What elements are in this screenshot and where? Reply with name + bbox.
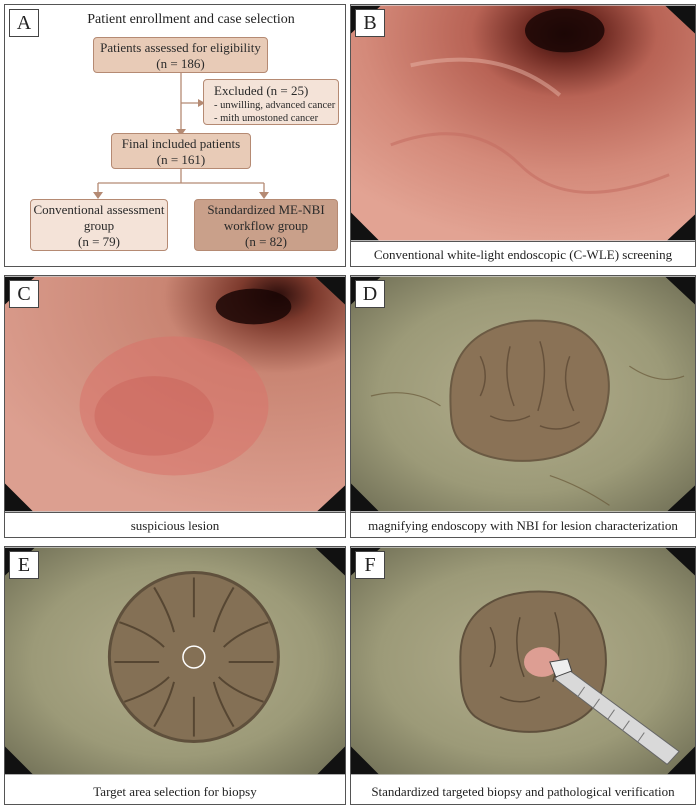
flowchart-title: Patient enrollment and case selection [87, 12, 295, 27]
panel-label-c: C [9, 280, 39, 308]
panel-c: C suspicious lesion [4, 275, 346, 538]
caption-f-text: Standardized targeted biopsy and patholo… [371, 784, 675, 799]
standardized-count: (n = 82) [245, 234, 287, 249]
endoscopy-image-suspicious-lesion [5, 276, 345, 512]
caption-e: Target area selection for biopsy [5, 779, 345, 804]
caption-c: suspicious lesion [5, 512, 345, 537]
panel-a-flowchart: A Patient enrollment and case selection … [4, 4, 346, 267]
panel-b: B Conventional white-light endoscopic (C… [350, 4, 696, 267]
included-label: Final included patients [121, 136, 241, 151]
caption-d: magnifying endoscopy with NBI for lesion… [351, 512, 695, 537]
endoscopy-image-target-selection [5, 547, 345, 775]
endoscopy-image-wle-screening [351, 5, 695, 241]
excluded-reason-1: - unwilling, advanced cancer [214, 100, 336, 111]
panel-d: D magnifying endoscopy with NBI for lesi… [350, 275, 696, 538]
conventional-count: (n = 79) [78, 234, 120, 249]
biopsy-forceps [549, 658, 680, 766]
panel-label-d: D [355, 280, 385, 308]
endoscopy-image-targeted-biopsy [351, 547, 695, 775]
standardized-line-2: workflow group [223, 218, 309, 233]
conventional-line-2: group [83, 218, 115, 233]
box-excluded: Excluded (n = 25) - unwilling, advanced … [203, 79, 339, 125]
assessed-label: Patients assessed for eligibility [100, 40, 261, 55]
panel-f: F Standardized targeted bio [350, 546, 696, 805]
caption-b-text: Conventional white-light endoscopic (C-W… [373, 247, 673, 262]
panel-label-b: B [355, 9, 385, 37]
box-assessed: Patients assessed for eligibility (n = 1… [93, 37, 268, 73]
caption-d-text: magnifying endoscopy with NBI for lesion… [368, 518, 678, 533]
endoscopy-image-nbi-characterization [351, 276, 695, 512]
caption-e-text: Target area selection for biopsy [93, 784, 257, 799]
panel-label-e: E [9, 551, 39, 579]
panel-e: E Target area selection for biopsy [4, 546, 346, 805]
panel-label-a: A [9, 9, 39, 37]
box-conventional-group: Conventional assessment group (n = 79) [30, 199, 168, 251]
assessed-count: (n = 186) [156, 56, 205, 71]
caption-f: Standardized targeted biopsy and patholo… [351, 779, 695, 804]
flowchart-connectors [93, 73, 269, 199]
caption-b: Conventional white-light endoscopic (C-W… [351, 241, 695, 266]
box-included: Final included patients (n = 161) [111, 133, 251, 169]
included-count: (n = 161) [156, 152, 206, 167]
box-standardized-group: Standardized ME-NBI workflow group (n = … [194, 199, 338, 251]
excluded-reason-2: - mith umostoned cancer [214, 113, 319, 124]
standardized-line-1: Standardized ME-NBI [207, 202, 325, 217]
conventional-line-1: Conventional assessment [33, 202, 165, 217]
excluded-label: Excluded (n = 25) [214, 83, 309, 98]
caption-c-text: suspicious lesion [130, 518, 220, 533]
panel-label-f: F [355, 551, 385, 579]
